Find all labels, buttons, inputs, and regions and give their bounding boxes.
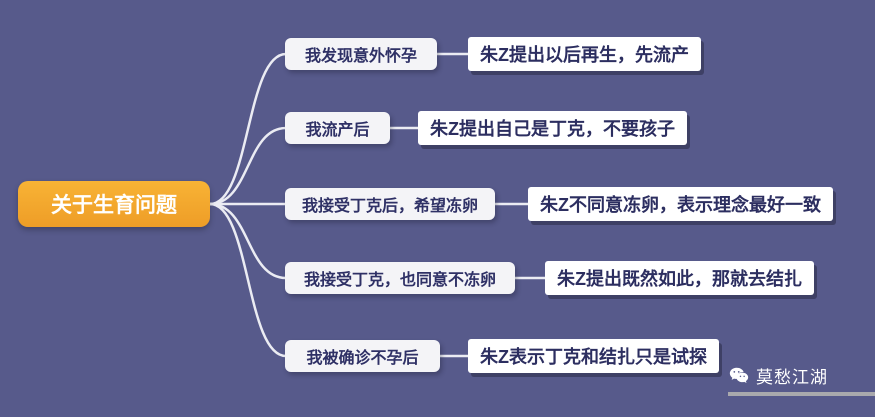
result-node: 朱Z表示丁克和结扎只是试探: [468, 339, 719, 373]
branch-node: 我接受丁克后，希望冻卵: [285, 188, 495, 220]
branch-node: 我流产后: [285, 112, 390, 144]
watermark: 莫愁江湖: [728, 363, 828, 388]
result-node: 朱Z提出自己是丁克，不要孩子: [418, 111, 687, 145]
branch-node: 我发现意外怀孕: [285, 38, 437, 70]
root-node: 关于生育问题: [18, 181, 210, 227]
result-node: 朱Z不同意冻卵，表示理念最好一致: [528, 187, 833, 221]
wechat-icon: [729, 367, 749, 383]
watermark-text: 莫愁江湖: [756, 368, 828, 387]
branch-node: 我被确诊不孕后: [285, 340, 440, 372]
branch-node: 我接受丁克，也同意不冻卵: [285, 262, 515, 294]
watermark-divider: [728, 392, 875, 396]
result-node: 朱Z提出既然如此，那就去结扎: [545, 261, 814, 295]
result-node: 朱Z提出以后再生，先流产: [468, 37, 701, 71]
